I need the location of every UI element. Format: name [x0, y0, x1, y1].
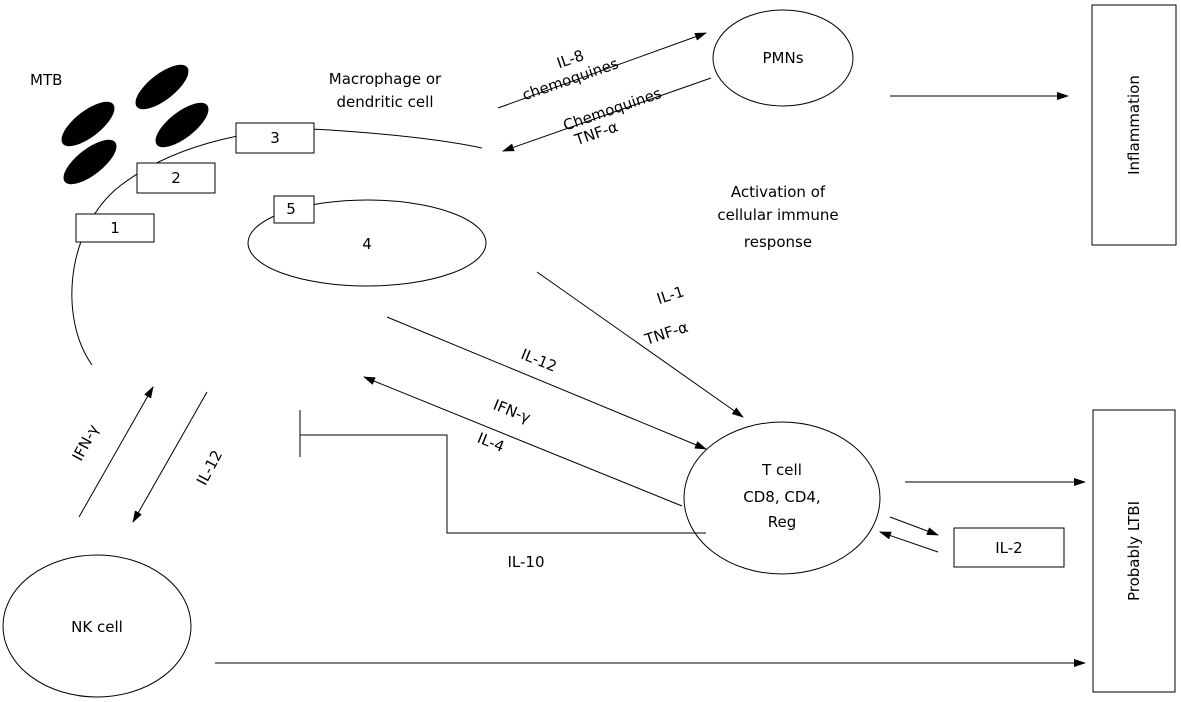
- arrow-ifn-gamma-to-macrophage: [78, 386, 154, 518]
- ifn-gamma-label-upper: IFN-γ: [491, 396, 534, 427]
- arrow-from-pmns: [502, 77, 712, 152]
- macrophage-label-line2: dendritic cell: [337, 93, 434, 111]
- il12-label-upper: IL-12: [518, 345, 559, 376]
- il1-label: IL-1: [655, 282, 687, 308]
- tnf-alpha-label-2: TNF-α: [642, 318, 691, 349]
- activation-label-line3: response: [744, 233, 812, 251]
- arrow-to-il2: [889, 516, 939, 536]
- svg-text:5: 5: [286, 200, 296, 218]
- macrophage-membrane: [71, 128, 483, 366]
- arrow-ifn-il4-to-macrophage: [363, 376, 683, 507]
- svg-text:T cell: T cell: [761, 461, 802, 479]
- svg-text:2: 2: [171, 169, 181, 187]
- arrow-to-pmns: [497, 32, 707, 109]
- mtb-bacillus: [155, 102, 209, 148]
- nucleus: 4: [247, 199, 487, 287]
- mtb-bacillus: [61, 101, 115, 147]
- receptor-box-5: 5: [273, 195, 315, 224]
- arrow-il1-to-tcell: [536, 271, 744, 418]
- il10-inhibition-line: [300, 434, 706, 534]
- svg-text:1: 1: [110, 219, 120, 237]
- activation-label-line1: Activation of: [731, 183, 826, 201]
- receptor-box-3: 3: [235, 122, 315, 154]
- svg-text:CD8, CD4,: CD8, CD4,: [743, 488, 820, 506]
- svg-text:PMNs: PMNs: [762, 49, 803, 67]
- t-cell: T cell CD8, CD4, Reg: [683, 421, 881, 575]
- probably-ltbi-box: Probably LTBI: [1092, 409, 1176, 693]
- mtb-bacilli: [61, 64, 209, 185]
- mtb-label: MTB: [30, 71, 62, 89]
- il10-label: IL-10: [507, 553, 544, 571]
- svg-text:4: 4: [362, 235, 372, 253]
- inflammation-box: Inflammation: [1091, 4, 1177, 246]
- receptor-box-2: 2: [136, 162, 216, 194]
- il2-box: IL-2: [953, 527, 1065, 568]
- activation-label-line2: cellular immune: [717, 206, 838, 224]
- svg-text:IL-2: IL-2: [995, 539, 1022, 557]
- svg-text:Inflammation: Inflammation: [1125, 75, 1143, 175]
- pmns-cell: PMNs: [712, 9, 854, 107]
- mtb-bacillus: [135, 64, 189, 110]
- mtb-bacillus: [63, 139, 117, 185]
- arrow-il12-to-tcell: [386, 316, 707, 450]
- arrow-from-il2: [879, 531, 939, 553]
- svg-text:Probably LTBI: Probably LTBI: [1125, 501, 1143, 601]
- nk-cell: NK cell: [2, 554, 192, 698]
- il12-label-left: IL-12: [193, 447, 226, 488]
- macrophage-label-line1: Macrophage or: [329, 70, 442, 88]
- receptor-box-1: 1: [75, 213, 155, 243]
- arrow-il12-to-nk: [132, 391, 208, 523]
- svg-text:NK cell: NK cell: [71, 618, 123, 636]
- ifn-gamma-label-left: IFN-γ: [69, 421, 103, 464]
- svg-text:Reg: Reg: [768, 513, 797, 531]
- svg-text:3: 3: [270, 129, 280, 147]
